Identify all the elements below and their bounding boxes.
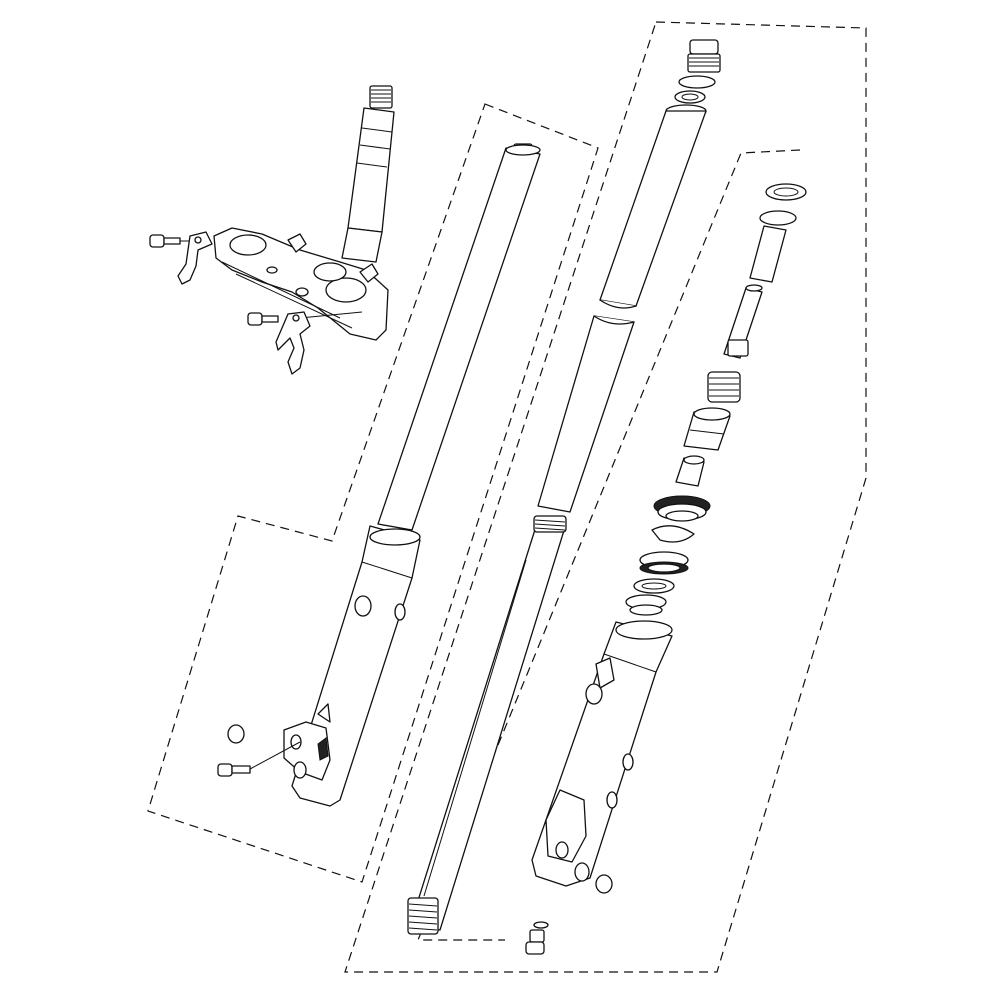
hose-bracket-upper bbox=[177, 231, 213, 285]
left-outer-tube bbox=[283, 525, 421, 807]
copper-washer bbox=[533, 921, 549, 929]
slide-bushing bbox=[675, 455, 705, 487]
right-inner-tube bbox=[537, 104, 707, 513]
oil-seal bbox=[639, 551, 689, 575]
lower-triple-clamp bbox=[213, 227, 389, 341]
cap-bolt bbox=[687, 39, 721, 73]
hose-bracket-lower bbox=[275, 311, 311, 375]
damper-group-boundary bbox=[417, 149, 801, 941]
axle-pinch-bolt bbox=[217, 741, 301, 777]
rebound-spring bbox=[707, 371, 741, 403]
clamp-bolt-lower bbox=[247, 311, 363, 326]
steering-stem bbox=[341, 85, 395, 263]
left-rubber-cap bbox=[227, 724, 245, 744]
damper-rod-upper bbox=[749, 210, 797, 283]
oil-lock-piece bbox=[683, 407, 731, 451]
damper-rod-lower bbox=[723, 284, 763, 359]
seal-washer bbox=[633, 578, 675, 594]
left-fork-group-boundary bbox=[147, 103, 599, 883]
fork-spring bbox=[407, 515, 567, 935]
guide-bushing bbox=[625, 594, 667, 616]
right-fork-group-boundary bbox=[344, 21, 867, 973]
clamp-bolt-upper bbox=[149, 234, 210, 248]
stopper-ring bbox=[651, 525, 695, 543]
right-rubber-cap bbox=[595, 874, 613, 894]
o-ring bbox=[678, 75, 716, 89]
circlip bbox=[765, 183, 807, 201]
washer bbox=[674, 90, 706, 104]
right-outer-tube bbox=[531, 620, 673, 887]
left-inner-tube bbox=[377, 143, 541, 531]
dust-seal bbox=[653, 495, 711, 522]
bottom-bolt bbox=[525, 929, 545, 955]
